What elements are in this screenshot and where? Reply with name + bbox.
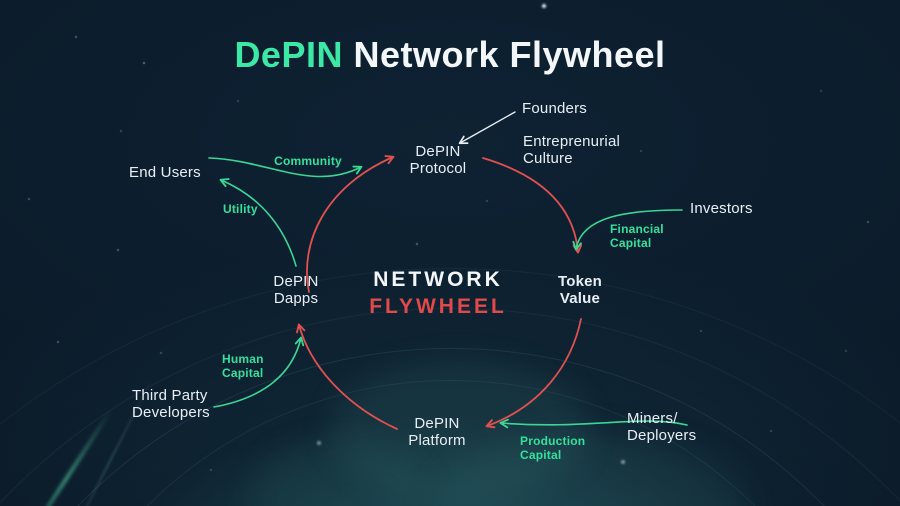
edge-label-financial-capital: Financial Capital (610, 222, 664, 251)
edge-dapps-to-protocol (306, 155, 395, 293)
node-third-party-developers: Third Party Developers (132, 387, 210, 422)
node-depin-dapps: DePIN Dapps (273, 273, 319, 308)
node-entrepreneurial-culture: Entreprenurial Culture (523, 133, 621, 168)
globe-arc-ring (0, 308, 900, 506)
edge-label-human-capital: Human Capital (222, 352, 264, 381)
edge-financial-capital (572, 209, 683, 251)
title-rest: Network Flywheel (342, 34, 666, 75)
earth-landmass (330, 360, 590, 500)
node-miners-deployers: Miners/ Deployers (627, 410, 697, 445)
hub-label-network: NETWORK (373, 268, 503, 291)
node-end-users: End Users (129, 164, 201, 181)
edge-utility (219, 178, 297, 267)
node-founders: Founders (522, 100, 587, 117)
hub-label-flywheel: FLYWHEEL (369, 295, 507, 318)
edge-token-to-platform (485, 318, 582, 429)
edge-platform-to-dapps (296, 323, 398, 430)
node-depin-platform: DePIN Platform (408, 415, 466, 450)
node-depin-protocol: DePIN Protocol (409, 143, 467, 178)
node-token-value: Token Value (557, 273, 603, 308)
edge-human-capital (213, 336, 305, 408)
edge-founders (458, 111, 516, 145)
title-highlight: DePIN (234, 34, 343, 75)
globe-arc-ring (0, 268, 900, 506)
edge-production-capital (499, 418, 688, 429)
edge-label-production-capital: Production Capital (520, 434, 586, 463)
page-title: DePIN Network Flywheel (234, 34, 665, 76)
edge-label-community: Community (274, 154, 342, 168)
globe-arc-ring (0, 348, 900, 506)
edge-community (208, 157, 363, 178)
node-investors: Investors (690, 200, 753, 217)
edge-protocol-to-token (482, 157, 583, 254)
edge-label-utility: Utility (223, 202, 258, 216)
